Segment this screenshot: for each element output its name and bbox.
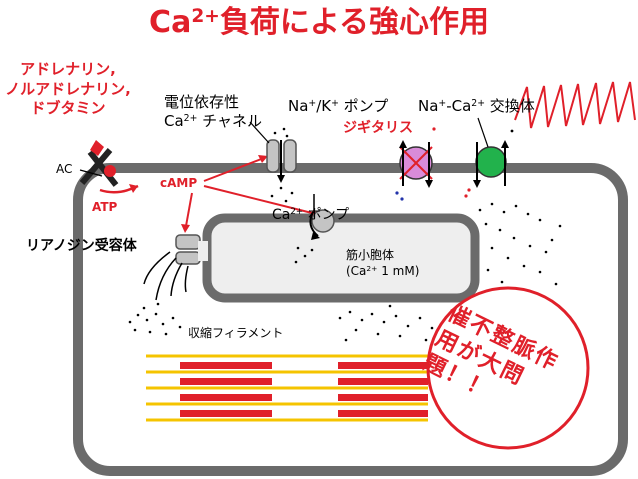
sr-label-line1: 筋小胞体 [346,248,395,262]
sr-label-line2: (Ca2+ 1 mM) [346,264,420,279]
camp-to-ryr-arrow [185,192,193,227]
ac-pointer-line [79,169,103,177]
contractile-filaments [146,354,428,422]
extracellular-ca-dots [270,127,294,203]
na-k-pump-label: Na+/K+ ポンプ [288,97,389,115]
camp-to-channel-arrowhead [258,155,268,163]
ryanodine-receptor-label: リアノジン受容体 [26,238,137,254]
camp-to-channel-arrow [203,157,265,182]
na-k-pump [399,140,433,188]
l-channel-label: 電位依存性 Ca2+ チャネル [164,93,262,131]
page-title: Ca2+負荷による強心作用 [149,5,489,40]
serca-pump [309,194,335,240]
ryanodine-receptor [175,234,208,265]
ecg-waveform [514,81,636,129]
serca-label: Ca2+ ポンプ [272,207,350,223]
camp-label: cAMP [160,176,198,190]
l-type-calcium-channel [249,121,297,183]
ryr-release-arrows [143,251,189,301]
na-k-ion-dots [395,127,436,201]
l-channel-line1: 電位依存性 [164,93,240,111]
drug-adrenaline: アドレナリン, [20,60,116,78]
sarcoplasmic-reticulum [202,213,480,303]
ac-label: AC [56,162,73,176]
digitalis-label: ジギタリス [343,120,413,136]
l-channel-line2: Ca2+ チャネル [164,111,263,130]
exchanger-ion-dots [464,129,514,198]
cytosol-ca-dots [128,202,562,342]
drug-dobutamine: ドブタミン [30,99,106,117]
atp-camp-arrowhead [129,184,138,193]
drug-list: アドレナリン, ノルアドレナリン, ドブタミン [2,60,134,119]
arrhythmia-warning-circle [426,286,590,450]
camp-to-ryr-arrowhead [181,224,190,233]
atp-label: ATP [92,200,118,214]
beta-receptor [79,140,119,187]
camp-to-serca-arrow [203,185,317,215]
filament-label: 収縮フィラメント [188,326,284,340]
na-ca-exchanger [473,117,509,188]
exchanger-label: Na+-Ca2+ 交換体 [418,97,535,115]
drug-noradrenaline: ノルアドレナリン, [5,79,131,98]
sr-label: 筋小胞体 (Ca2+ 1 mM) [346,247,419,279]
